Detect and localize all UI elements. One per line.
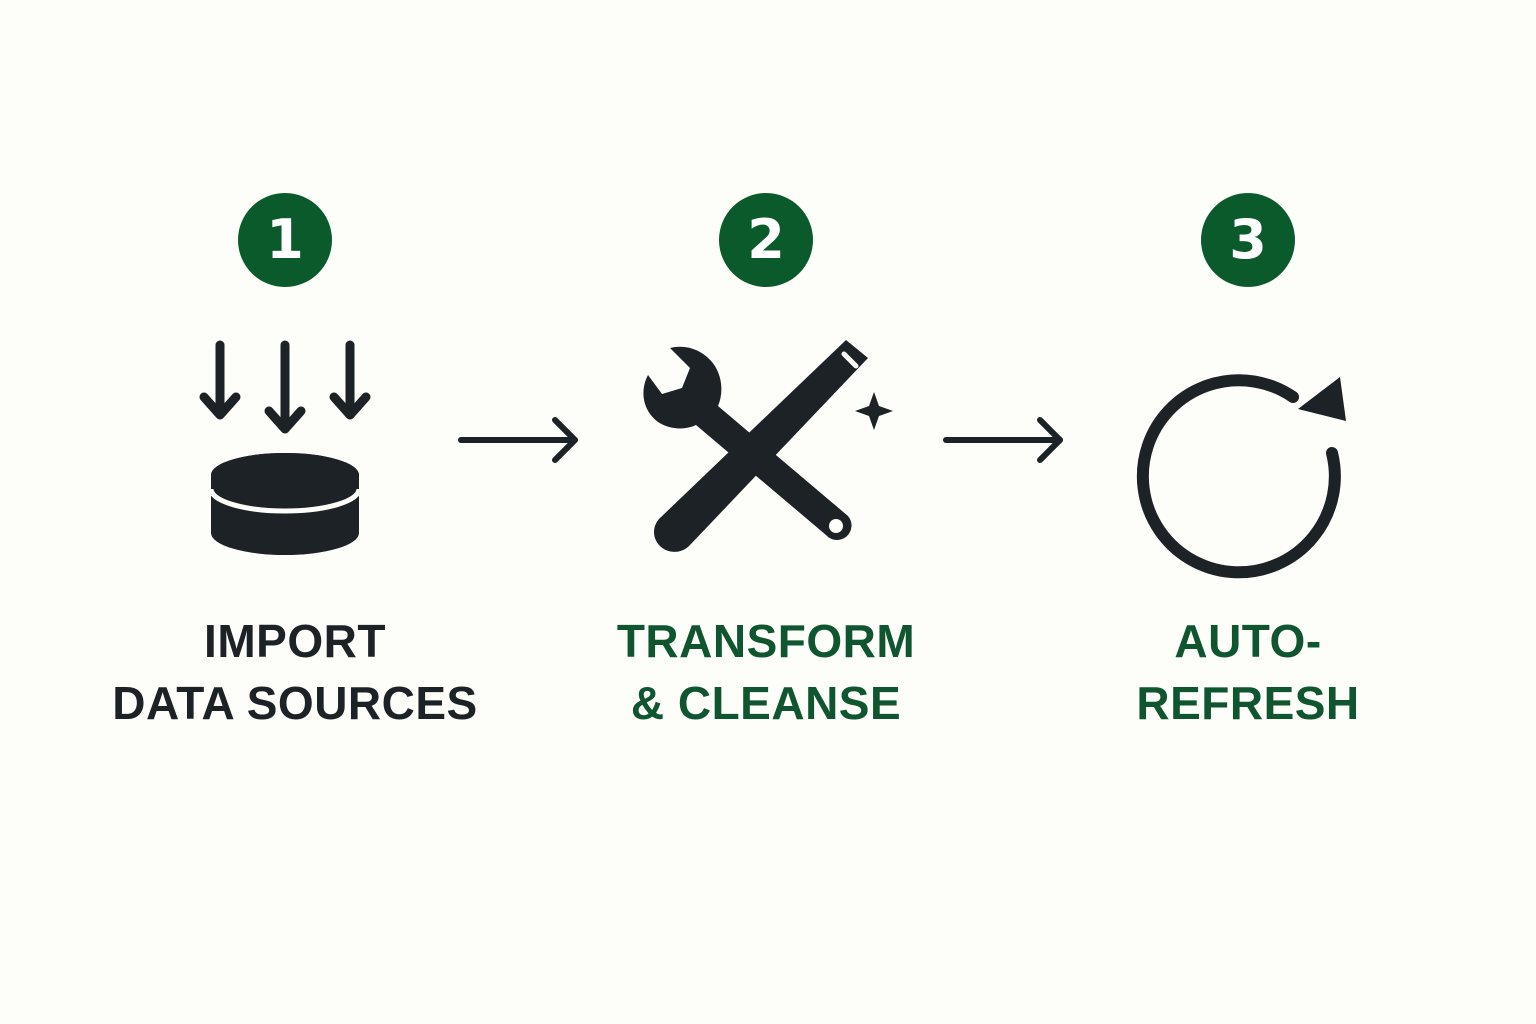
right-arrow-icon: [943, 417, 1063, 463]
right-arrow-icon: [458, 417, 578, 463]
step-3-label-line-2: REFRESH: [1136, 677, 1360, 729]
step-2-label-line-1: TRANSFORM: [616, 615, 916, 667]
step-2-label: TRANSFORM & CLEANSE: [546, 610, 986, 734]
step-1-label: IMPORT DATA SOURCES: [75, 610, 515, 734]
refresh-cycle-icon: [1136, 374, 1346, 579]
step-1-number-badge: 1: [238, 193, 332, 287]
step-3-number-badge: 3: [1201, 193, 1295, 287]
step-3-label-line-1: AUTO-: [1174, 615, 1322, 667]
database-import-icon: [199, 340, 371, 555]
step-1-label-line-1: IMPORT: [204, 615, 386, 667]
step-1-label-line-2: DATA SOURCES: [112, 677, 478, 729]
step-2-label-line-2: & CLEANSE: [630, 677, 902, 729]
wrench-and-wand-icon: [643, 340, 893, 552]
step-2-number-badge: 2: [719, 193, 813, 287]
step-3-label: AUTO- REFRESH: [1028, 610, 1468, 734]
